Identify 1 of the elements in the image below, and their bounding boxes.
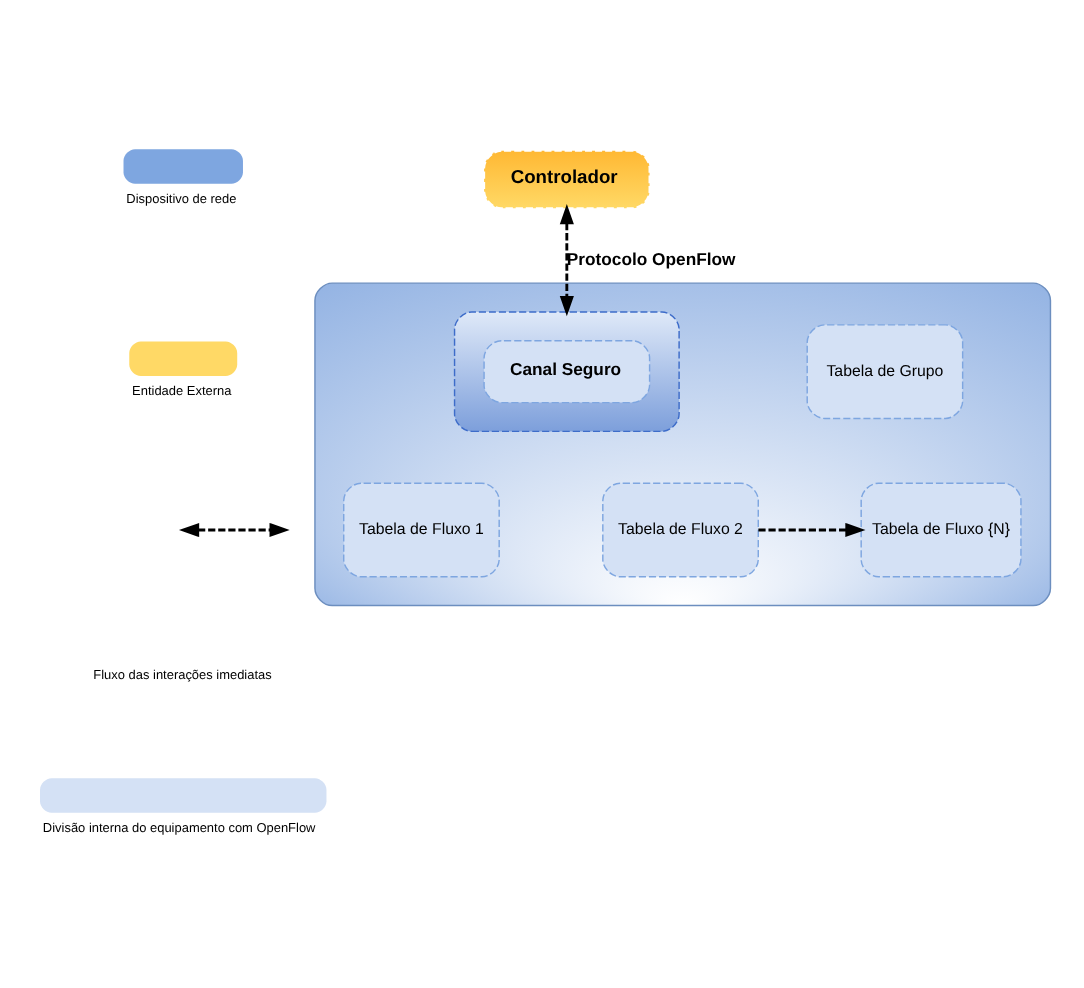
edge-label: Protocolo OpenFlow — [566, 249, 736, 270]
